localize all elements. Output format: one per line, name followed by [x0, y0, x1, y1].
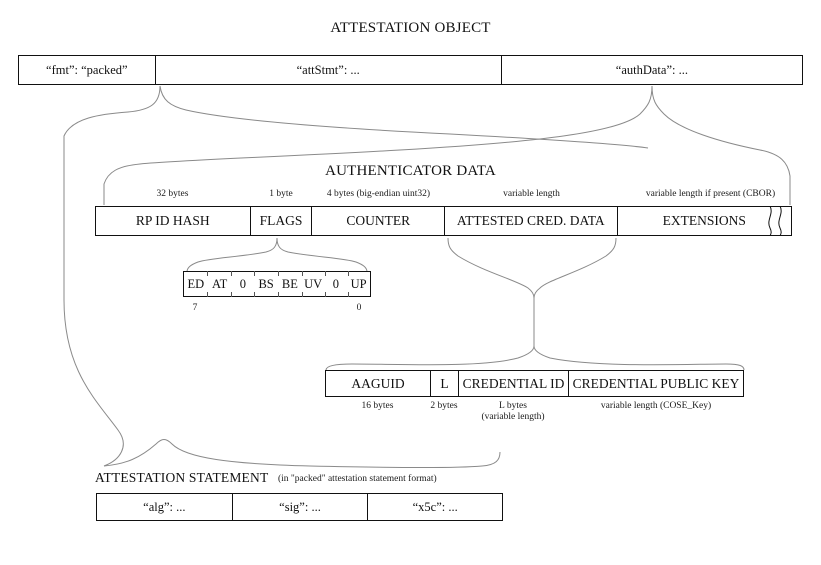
- field-attested-cred-data: ATTESTED CRED. DATA: [445, 207, 618, 235]
- attestation-object-row: “fmt”: “packed” “attStmt”: ... “authData…: [18, 55, 803, 85]
- field-credential-public-key: CREDENTIAL PUBLIC KEY: [572, 375, 740, 391]
- flag-tick-top-4: [278, 271, 279, 276]
- flag-bit-rfu2: 0: [332, 276, 339, 291]
- attested-credential-data-row: AAGUID L CREDENTIAL ID CREDENTIAL PUBLIC…: [325, 370, 744, 397]
- flag-bit-uv: UV: [304, 276, 323, 291]
- flag-tick-bottom-4: [278, 292, 279, 297]
- flag-bit-bs: BS: [258, 276, 274, 291]
- flag-bit-rfu1: 0: [239, 276, 246, 291]
- connector-authdata-left: [103, 85, 653, 205]
- size-credential-id-line1: L bytes: [499, 401, 527, 411]
- size-counter: 4 bytes (big-endian uint32): [326, 189, 431, 199]
- size-credential-id: L bytes (variable length): [458, 401, 568, 423]
- field-counter: COUNTER: [312, 207, 446, 235]
- flag-bit-be: BE: [281, 276, 298, 291]
- flag-bit-index-high: 7: [192, 303, 198, 313]
- flag-tick-top-3: [254, 271, 255, 276]
- field-authdata: “authData”: ...: [615, 62, 688, 77]
- size-aaguid: 16 bytes: [361, 401, 394, 411]
- field-flags: FLAGS: [251, 207, 313, 235]
- flag-tick-top-6: [325, 271, 326, 276]
- size-rp-id-hash: 32 bytes: [156, 189, 189, 199]
- flag-tick-bottom-1: [207, 292, 208, 297]
- authenticator-data-title: AUTHENTICATOR DATA: [325, 163, 496, 179]
- connector-attstmt-brace: [103, 439, 501, 468]
- break-symbol-icon: [768, 206, 782, 236]
- field-x5c: “x5c”: ...: [412, 499, 458, 514]
- field-rp-id-hash: RP ID HASH: [96, 207, 251, 235]
- connector-authdata-right: [651, 85, 791, 205]
- flag-tick-top-2: [231, 271, 232, 276]
- flag-tick-bottom-7: [348, 292, 349, 297]
- flag-tick-bottom-2: [231, 292, 232, 297]
- flag-tick-bottom-5: [302, 292, 303, 297]
- size-extensions: variable length if present (CBOR): [645, 189, 776, 199]
- size-attested-cred-data: variable length: [503, 189, 560, 199]
- flag-tick-bottom-6: [325, 292, 326, 297]
- size-credential-id-line2: (variable length): [481, 412, 545, 422]
- connector-cred-up-right: [533, 237, 617, 299]
- connector-cred-down-right: [533, 345, 745, 371]
- connector-attstmt: [63, 85, 161, 467]
- field-l: L: [431, 371, 459, 396]
- attestation-statement-row: “alg”: ... “sig”: ... “x5c”: ...: [96, 493, 503, 521]
- flag-bit-ed: ED: [187, 276, 205, 291]
- authenticator-data-row: RP ID HASH FLAGS COUNTER ATTESTED CRED. …: [95, 206, 792, 236]
- field-alg: “alg”: ...: [97, 494, 233, 520]
- field-attstmt: “attStmt”: ...: [156, 56, 502, 84]
- attestation-statement-note: (in "packed" attestation statement forma…: [278, 474, 437, 484]
- flags-bitfield-row: ED AT 0 BS BE UV 0 UP: [183, 271, 371, 297]
- connector-flags-right: [276, 237, 368, 273]
- page-title: ATTESTATION OBJECT: [330, 20, 491, 36]
- flag-tick-top-1: [207, 271, 208, 276]
- size-credential-public-key: variable length (COSE_Key): [600, 401, 712, 411]
- field-fmt: “fmt”: “packed”: [19, 56, 156, 84]
- attestation-statement-title: ATTESTATION STATEMENT: [95, 470, 269, 485]
- flag-tick-top-5: [302, 271, 303, 276]
- connector-cred-up-left: [447, 237, 535, 299]
- connector-flags-left: [186, 237, 278, 273]
- flag-bit-index-low: 0: [356, 303, 362, 313]
- flag-bit-at: AT: [211, 276, 228, 291]
- flag-tick-top-7: [348, 271, 349, 276]
- flag-tick-bottom-3: [254, 292, 255, 297]
- field-aaguid: AAGUID: [326, 371, 431, 396]
- flag-bit-up: UP: [350, 276, 367, 291]
- field-extensions: EXTENSIONS: [662, 213, 746, 228]
- connector-attstmt-upper: [159, 85, 649, 149]
- field-sig: “sig”: ...: [233, 494, 369, 520]
- size-l: 2 bytes: [430, 401, 458, 411]
- size-flags: 1 byte: [269, 189, 293, 199]
- connector-cred-down-left: [325, 345, 535, 371]
- field-credential-id: CREDENTIAL ID: [459, 371, 569, 396]
